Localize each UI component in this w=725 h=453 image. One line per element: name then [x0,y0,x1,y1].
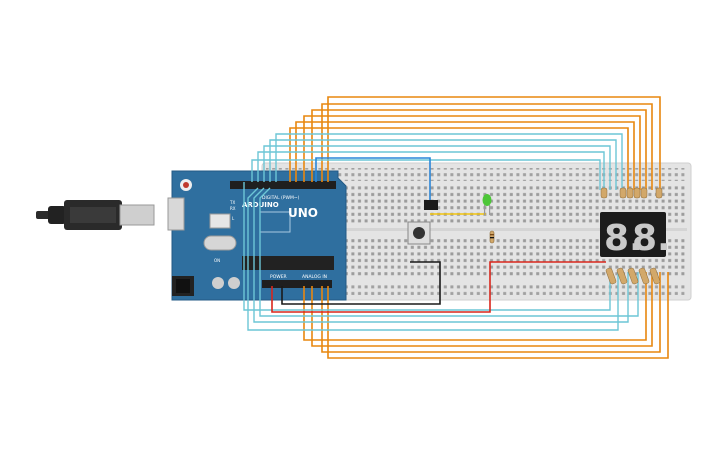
usb-cable-icon[interactable] [36,200,155,230]
black-wire[interactable] [281,261,441,305]
resistor-array-top[interactable] [600,187,663,199]
resistor-array-bottom[interactable] [605,267,661,285]
digital-label: DIGITAL (PWM~) [262,195,300,201]
digital-header[interactable] [230,181,336,189]
blue-wire[interactable] [315,157,431,202]
l-label: L [232,216,235,221]
digit-2: 8. [632,218,671,259]
digit-1: 8. [604,218,643,259]
seven-segment-display-icon[interactable]: 8. 8. [600,212,671,259]
on-label: ON [214,258,220,263]
arduino-uno-board[interactable]: ARDUINO UNO DIGITAL (PWM~) POWER ANALOG … [167,170,347,301]
atmega-chip [242,256,334,270]
tx-label: TX [229,200,235,205]
power-label: POWER [270,274,287,280]
pushbutton-icon[interactable] [407,200,438,245]
cyan-wires[interactable] [243,133,639,331]
led-icon[interactable] [482,194,492,215]
power-analog-header[interactable] [262,280,332,288]
model-label: UNO [288,206,318,220]
usb-port [167,197,185,231]
analog-label: ANALOG IN [302,274,327,280]
rx-label: RX [230,206,236,211]
red-wire[interactable] [271,261,606,313]
resistor-icon[interactable] [489,230,495,244]
